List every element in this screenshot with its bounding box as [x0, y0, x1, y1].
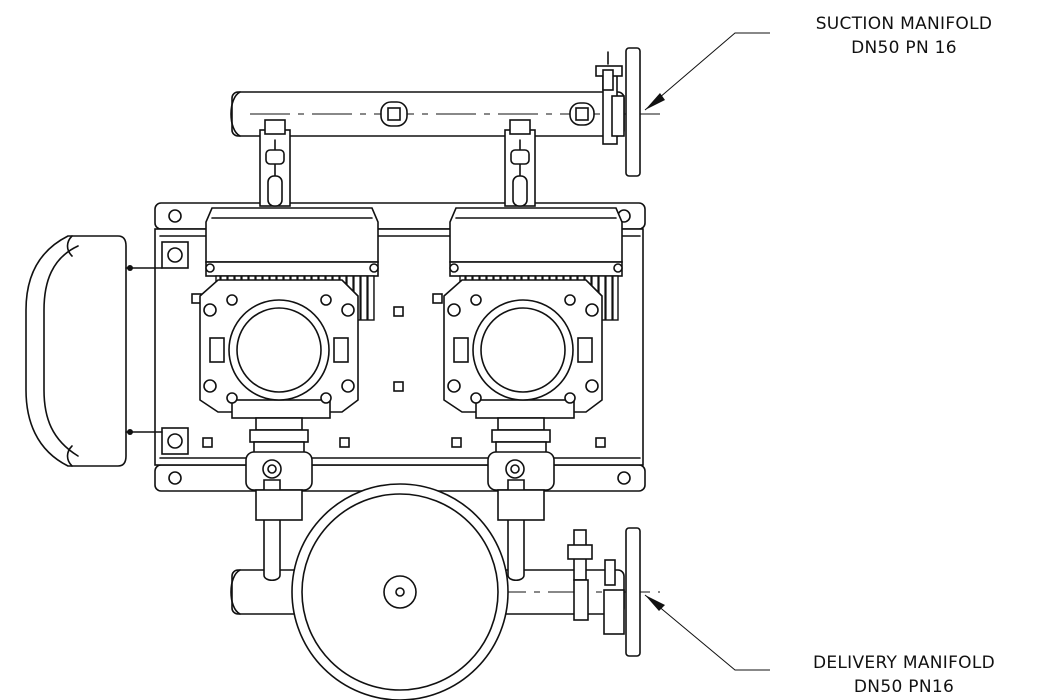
suction-manifold [230, 47, 660, 177]
suction-leader [644, 32, 770, 111]
suction-manifold-title: SUCTION MANIFOLD [815, 14, 993, 34]
pump-unit-1 [199, 119, 379, 582]
delivery-leader [644, 594, 770, 671]
suction-manifold-label: SUCTION MANIFOLD DN50 PN 16 [770, 12, 1038, 60]
delivery-manifold-label: DELIVERY MANIFOLD DN50 PN16 [770, 651, 1038, 699]
delivery-manifold-spec: DN50 PN16 [853, 677, 955, 697]
control-panel [25, 235, 163, 467]
delivery-manifold-title: DELIVERY MANIFOLD [812, 653, 996, 673]
suction-manifold-spec: DN50 PN 16 [851, 38, 957, 58]
pump-unit-2 [443, 119, 623, 582]
pressure-vessel [291, 483, 509, 700]
